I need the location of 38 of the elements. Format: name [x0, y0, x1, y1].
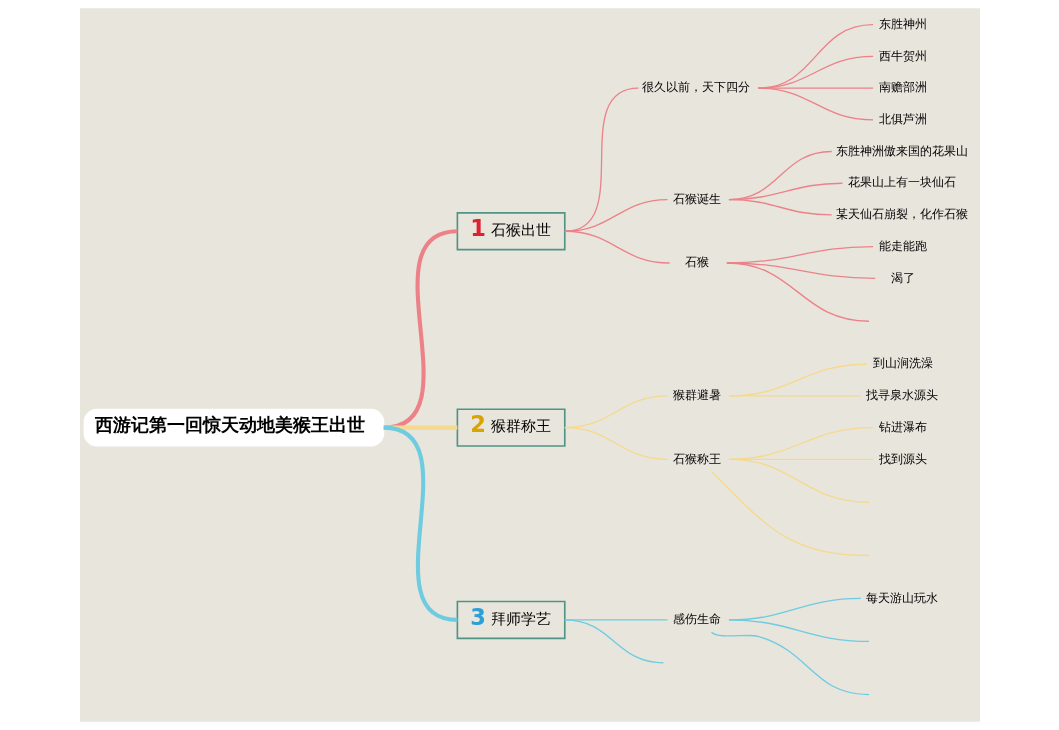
- node-text: 每天游山玩水: [865, 590, 938, 605]
- connector: [563, 619, 664, 664]
- node-box: 1 石猴出世: [456, 212, 566, 251]
- connector: [727, 395, 861, 397]
- connector: [727, 619, 870, 643]
- node-text: 到山涧洗澡: [872, 356, 933, 371]
- node-text: 感伤生命: [672, 612, 721, 627]
- connector: [382, 229, 458, 430]
- node-box: 3 拜师学艺: [456, 600, 566, 640]
- node-text: 东胜神洲傲来国的花果山: [835, 143, 968, 158]
- node-box: 2 猴群称王: [456, 408, 566, 447]
- connector: [727, 198, 832, 216]
- node-text: 东胜神州: [878, 16, 927, 31]
- node-text: 找到源头: [878, 451, 927, 466]
- node-text: 渴了: [890, 270, 915, 285]
- connector: [756, 87, 874, 121]
- connector: [727, 363, 868, 397]
- connector: [710, 470, 870, 557]
- node-text: 石猴: [684, 255, 709, 270]
- node-text: 南赡部洲: [878, 80, 927, 95]
- node-text: 很久以前，天下四分: [642, 80, 750, 95]
- connector: [710, 631, 870, 696]
- node-text: 能走能跑: [878, 238, 927, 253]
- node-text: 石猴诞生: [672, 191, 721, 206]
- node-text: 西牛贺州: [878, 48, 927, 63]
- connector: [382, 425, 458, 622]
- node-box: 西游记第一回惊天动地美猴王出世: [83, 408, 384, 447]
- connector: [727, 458, 870, 503]
- node-text: 猴群避暑: [672, 388, 721, 403]
- node-text: 某天仙石崩裂，化作石猴: [835, 207, 968, 222]
- node-text: 北俱芦洲: [878, 111, 927, 126]
- connector: [725, 262, 870, 322]
- node-text: 钻进瀑布: [878, 419, 927, 434]
- connector: [563, 426, 668, 460]
- node-text: 石猴称王: [672, 451, 721, 466]
- node-text: 找寻泉水源头: [865, 388, 938, 403]
- node-text: 花果山上有一块仙石: [847, 175, 956, 190]
- connector: [563, 230, 670, 264]
